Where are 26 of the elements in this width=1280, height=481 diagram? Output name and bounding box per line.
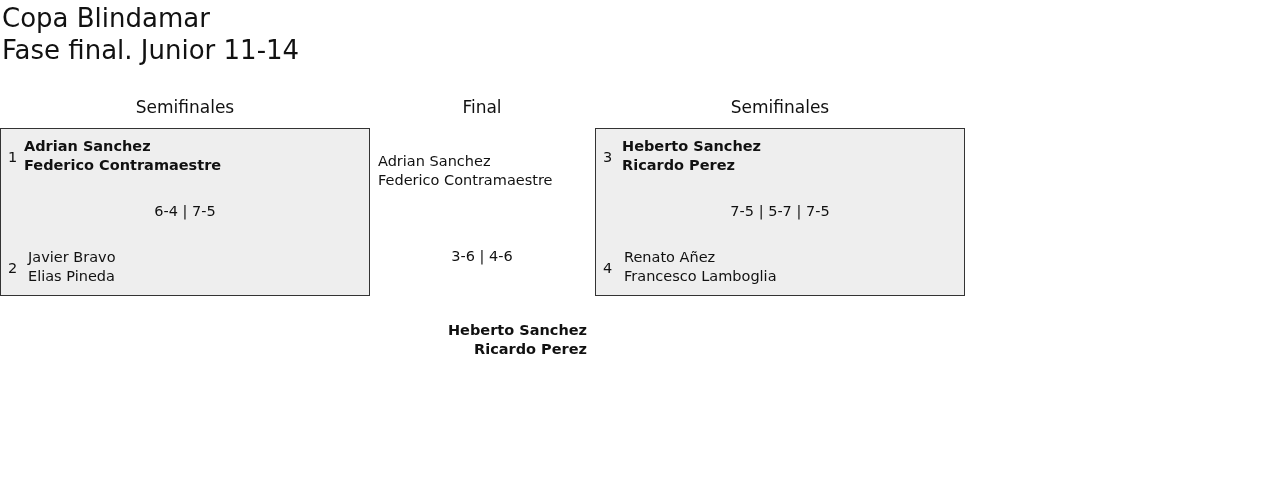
match-score: 3-6 | 4-6 xyxy=(451,246,513,266)
seed-number: 2 xyxy=(8,258,18,278)
player-name: Renato Añez xyxy=(624,247,716,267)
player-name: Ricardo Perez xyxy=(474,339,587,359)
player-name: Javier Bravo xyxy=(28,247,116,267)
seed-number: 4 xyxy=(603,258,613,278)
player-name: Adrian Sanchez xyxy=(24,136,151,156)
match-box xyxy=(0,128,370,296)
player-name: Ricardo Perez xyxy=(622,155,735,175)
match-score: 6-4 | 7-5 xyxy=(154,201,216,221)
player-name: Heberto Sanchez xyxy=(447,320,587,340)
player-name: Elias Pineda xyxy=(28,266,115,286)
player-name: Adrian Sanchez xyxy=(378,151,491,171)
column-heading: Final xyxy=(462,96,502,118)
player-name: Federico Contramaestre xyxy=(378,170,553,190)
title: Copa Blindamar xyxy=(2,2,210,34)
player-name: Heberto Sanchez xyxy=(622,136,762,156)
seed-number: 1 xyxy=(8,147,18,167)
column-heading: Semifinales xyxy=(730,96,830,118)
match-score: 7-5 | 5-7 | 7-5 xyxy=(730,201,830,221)
player-name: Federico Contramaestre xyxy=(24,155,222,175)
player-name: Francesco Lamboglia xyxy=(624,266,777,286)
column-heading: Semifinales xyxy=(135,96,235,118)
seed-number: 3 xyxy=(603,147,613,167)
subtitle: Fase final. Junior 11-14 xyxy=(2,34,300,66)
match-box xyxy=(595,128,965,296)
